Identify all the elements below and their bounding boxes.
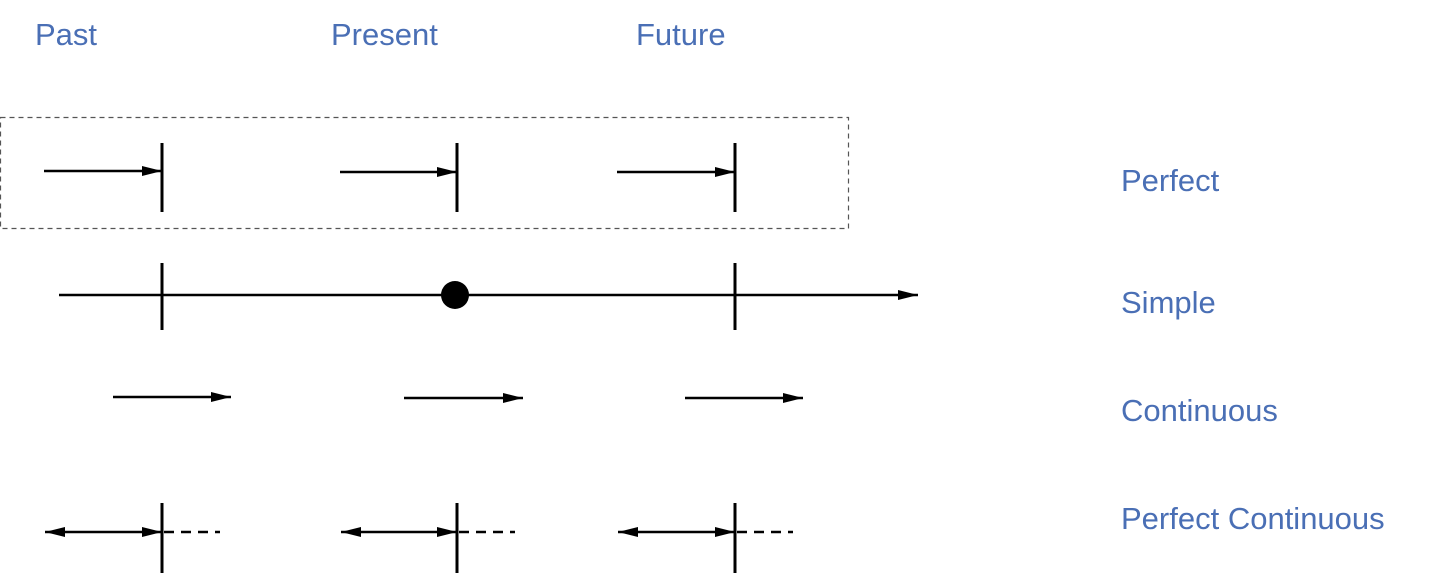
row-label-simple: Simple: [1121, 285, 1216, 320]
simple-row: [59, 263, 918, 330]
perfect-continuous-row: [45, 503, 793, 573]
row-label-perfect: Perfect: [1121, 163, 1220, 198]
row-label-perfect-continuous: Perfect Continuous: [1121, 501, 1385, 536]
row-label-continuous: Continuous: [1121, 393, 1278, 428]
header-past-label: Past: [35, 17, 98, 52]
continuous-row: [113, 392, 803, 403]
header-future-label: Future: [636, 17, 726, 52]
perfect-row: [0, 116, 850, 230]
header-present-label: Present: [331, 17, 438, 52]
perfect-highlight-frame: [0, 116, 850, 230]
simple-present-dot: [441, 281, 469, 309]
